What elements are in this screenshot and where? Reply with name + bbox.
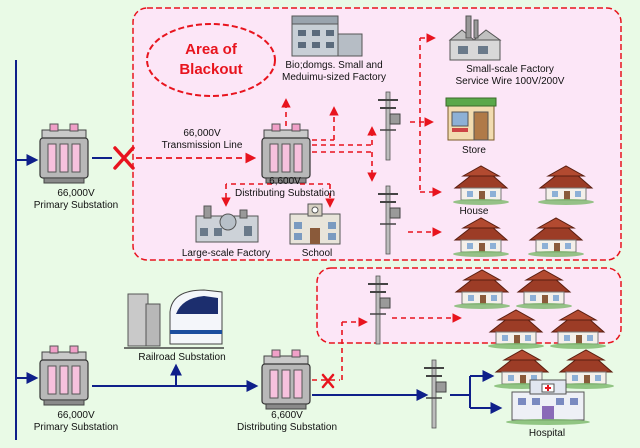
mid-factory-label: Bio;domgs. Small and Meduimu-sized Facto…: [282, 60, 386, 83]
distributing-substation-top-label: 6,600V Distributing Substation: [234, 176, 336, 199]
primary-substation-bottom-label: 66,000V Primary Substation: [33, 410, 119, 433]
primary-substation-top-label: 66,000V Primary Substation: [33, 188, 119, 211]
distributing-substation-bottom-label: 6,600V Distributing Substation: [236, 410, 338, 433]
distributing-substation-bottom-icon: [261, 349, 311, 410]
hospital-icon: [506, 379, 590, 425]
hospital-label: Hospital: [528, 428, 566, 439]
outage-x-icon: [113, 146, 135, 170]
large-factory-label: Large-scale Factory: [181, 248, 271, 259]
area-of-blackout-label: Area of Blackout: [179, 41, 243, 78]
large-factory-icon: [195, 205, 259, 243]
primary-substation-top-icon: [39, 123, 89, 184]
train-icon: [124, 289, 224, 349]
transmission-line-label: 66,000V Transmission Line: [161, 128, 243, 151]
railroad-substation-label: Railroad Substation: [138, 352, 226, 363]
small-factory-label: Small-scale Factory Service Wire 100V/20…: [455, 64, 565, 87]
mid-factory-icon: [291, 15, 363, 57]
utility-pole-icon: [423, 359, 447, 429]
school-label: School: [301, 248, 333, 259]
blackout-label-ellipse: [146, 23, 276, 97]
distributing-substation-top-icon: [261, 123, 311, 184]
school-icon: [289, 203, 341, 245]
small-factory-icon: [448, 15, 502, 61]
store-icon: [445, 97, 497, 141]
store-label: Store: [462, 145, 486, 156]
house-label: House: [459, 206, 489, 217]
primary-substation-bottom-icon: [39, 345, 89, 406]
outage-x-icon: [321, 373, 335, 389]
